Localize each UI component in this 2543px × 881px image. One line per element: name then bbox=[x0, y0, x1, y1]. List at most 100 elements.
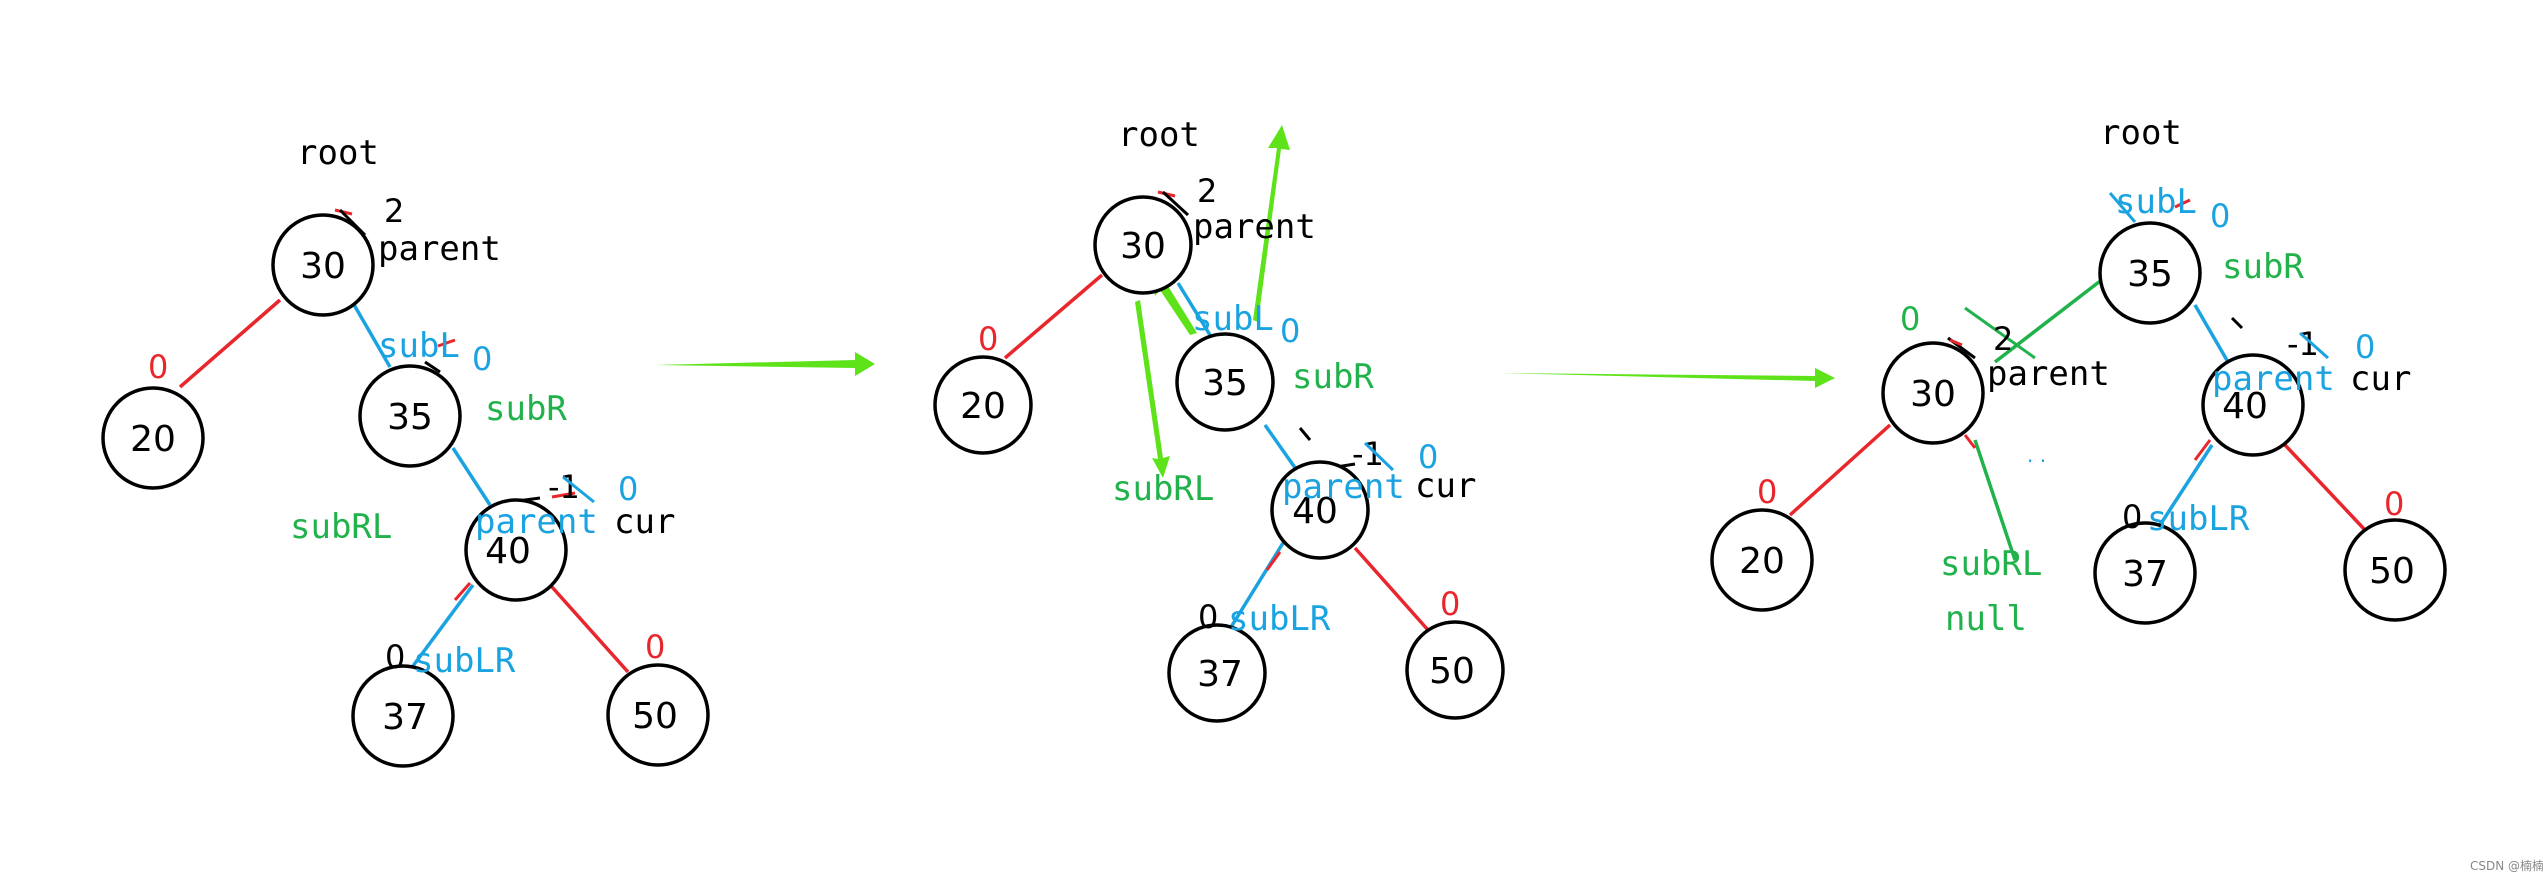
edge-30-subRL bbox=[1973, 439, 2017, 561]
mark-red-stroke bbox=[1265, 551, 1282, 571]
svg-text:35: 35 bbox=[2127, 254, 2173, 295]
bf-30: 2 bbox=[1197, 172, 1217, 210]
label-subR: subR bbox=[1292, 357, 1374, 397]
edge-35-30 bbox=[1993, 273, 2110, 364]
label-subLR: subLR bbox=[1228, 599, 1331, 639]
bf-37: 0 bbox=[385, 638, 405, 676]
bf-35: 0 bbox=[1280, 312, 1300, 350]
label-subRL: subRL bbox=[1940, 544, 2042, 584]
bf-40-old: -1 bbox=[1352, 435, 1384, 473]
panel-2-rotating: 30 20 35 40 37 50 root parent subL subR … bbox=[933, 115, 1505, 723]
label-subL: subL bbox=[378, 326, 460, 366]
mark-black-stroke bbox=[1298, 427, 1312, 441]
node-40: 40 bbox=[1270, 460, 1370, 560]
node-37: 37 bbox=[1167, 623, 1267, 723]
mark-black-stroke bbox=[1161, 190, 1190, 217]
svg-text:37: 37 bbox=[382, 697, 428, 738]
label-subL: subL bbox=[1192, 299, 1274, 339]
node-37: 37 bbox=[2093, 521, 2197, 625]
svg-text:40: 40 bbox=[2222, 386, 2268, 427]
bf-40-new: 0 bbox=[1418, 438, 1438, 476]
edge-30-20 bbox=[1788, 423, 1892, 517]
edge-40-37 bbox=[408, 583, 475, 672]
node-40: 40 bbox=[2201, 353, 2305, 457]
node-50: 50 bbox=[606, 663, 710, 767]
mark-red-stroke bbox=[1963, 434, 1977, 449]
bf-20: 0 bbox=[148, 348, 168, 386]
edge-40-50 bbox=[550, 585, 630, 674]
bf-30-old: 2 bbox=[1993, 320, 2013, 358]
transition-arrow-1 bbox=[655, 352, 875, 376]
label-null: null bbox=[1945, 599, 2027, 639]
label-parent-40: parent bbox=[1282, 467, 1405, 507]
label-parent-40: parent bbox=[2212, 359, 2335, 399]
label-subR: subR bbox=[485, 389, 567, 429]
bf-50: 0 bbox=[645, 628, 665, 666]
bf-20: 0 bbox=[1757, 473, 1777, 511]
label-root: root bbox=[1118, 115, 1200, 155]
strike-mark bbox=[1363, 441, 1395, 472]
node-50: 50 bbox=[1405, 620, 1505, 720]
svg-text:37: 37 bbox=[1197, 654, 1243, 695]
edge-35-40 bbox=[2193, 304, 2230, 363]
label-subR: subR bbox=[2222, 247, 2304, 287]
panel-1-before-rotation: 30 20 35 40 37 50 root parent subL subR … bbox=[101, 133, 710, 768]
mark-green-stroke bbox=[1964, 306, 2036, 360]
motion-arrow-up bbox=[1253, 125, 1290, 322]
label-cur: cur bbox=[1415, 466, 1476, 506]
svg-text:20: 20 bbox=[130, 419, 176, 460]
label-parent: parent bbox=[1987, 354, 2110, 394]
svg-text:50: 50 bbox=[2369, 551, 2415, 592]
edge-40-37 bbox=[1226, 542, 1285, 633]
edge-35-40 bbox=[451, 447, 492, 506]
label-parent-40: parent bbox=[475, 502, 598, 542]
strike-mark bbox=[2299, 331, 2329, 360]
bf-30: 2 bbox=[384, 192, 404, 230]
svg-text:35: 35 bbox=[1202, 363, 1248, 404]
mark-red-stroke bbox=[453, 582, 472, 601]
svg-text:40: 40 bbox=[485, 531, 531, 572]
bf-35: 0 bbox=[2210, 197, 2230, 235]
mark-black-stroke bbox=[424, 360, 441, 374]
edge-40-50 bbox=[1353, 546, 1430, 632]
node-20: 20 bbox=[933, 355, 1033, 455]
mark-red-stroke bbox=[437, 338, 456, 348]
mark-red-stroke bbox=[2174, 198, 2191, 209]
label-dots: . . bbox=[2027, 443, 2046, 467]
edge-30-35 bbox=[1176, 282, 1212, 336]
watermark: CSDN @楠楠 bbox=[2470, 858, 2543, 873]
bf-37: 0 bbox=[1198, 598, 1218, 636]
transition-arrow-2 bbox=[1500, 368, 1835, 388]
edge-40-37 bbox=[2158, 444, 2214, 526]
svg-text:40: 40 bbox=[1292, 491, 1338, 532]
node-37: 37 bbox=[351, 664, 455, 768]
node-30: 30 bbox=[1093, 195, 1193, 295]
node-40: 40 bbox=[464, 498, 568, 602]
label-root: root bbox=[297, 133, 379, 173]
svg-text:30: 30 bbox=[1120, 226, 1166, 267]
node-35: 35 bbox=[2098, 221, 2202, 325]
svg-text:50: 50 bbox=[1429, 651, 1475, 692]
bf-30-new: 0 bbox=[1900, 300, 1920, 338]
bf-40-new: 0 bbox=[618, 470, 638, 508]
svg-text:30: 30 bbox=[1910, 374, 1956, 415]
label-subL: subL bbox=[2115, 182, 2197, 222]
svg-text:30: 30 bbox=[300, 246, 346, 287]
edge-35-40 bbox=[1263, 423, 1300, 474]
label-cur: cur bbox=[614, 502, 675, 542]
mark-red-stroke bbox=[2193, 439, 2212, 461]
svg-text:50: 50 bbox=[632, 696, 678, 737]
node-35: 35 bbox=[358, 364, 462, 468]
bf-50: 0 bbox=[1440, 585, 1460, 623]
edge-40-50 bbox=[2283, 443, 2367, 532]
strike-mark bbox=[562, 475, 595, 504]
label-subLR: subLR bbox=[413, 641, 516, 681]
svg-text:20: 20 bbox=[1739, 541, 1785, 582]
edge-30-35 bbox=[351, 302, 392, 368]
node-20: 20 bbox=[1710, 508, 1814, 612]
node-30: 30 bbox=[271, 213, 375, 317]
node-20: 20 bbox=[101, 386, 205, 490]
svg-text:20: 20 bbox=[960, 386, 1006, 427]
mark-red-stroke bbox=[551, 491, 576, 499]
